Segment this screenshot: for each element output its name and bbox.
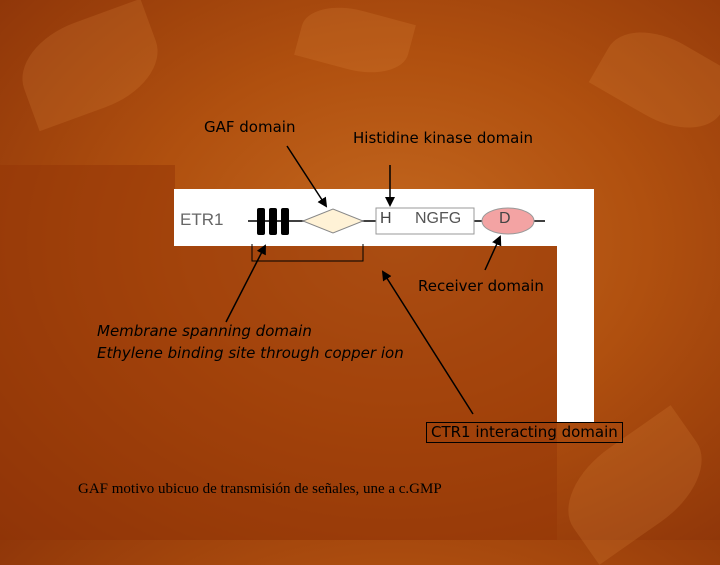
gaf-domain-diamond — [301, 208, 365, 234]
label-membrane-spanning: Membrane spanning domain — [97, 322, 312, 340]
histidine-kinase-box — [375, 207, 475, 235]
transmembrane-segment — [269, 208, 277, 235]
label-receiver-domain: Receiver domain — [418, 277, 544, 295]
diagram-vertical-bar — [557, 246, 594, 422]
transmembrane-segment — [257, 208, 265, 235]
kinase-motifs: NGFG — [415, 210, 462, 227]
label-ethylene-binding: Ethylene binding site through copper ion — [97, 344, 404, 362]
histidine-letter: H — [380, 210, 392, 227]
label-histidine-kinase-domain: Histidine kinase domain — [353, 129, 534, 147]
protein-name: ETR1 — [180, 210, 224, 229]
arrow-membrane — [225, 244, 266, 323]
label-ctr1-interacting: CTR1 interacting domain — [426, 422, 623, 443]
label-gaf-motif-note: GAF motivo ubicuo de transmisión de seña… — [78, 481, 442, 497]
label-gaf-domain: GAF domain — [204, 118, 296, 136]
membrane-bracket — [251, 244, 364, 262]
transmembrane-segment — [281, 208, 289, 235]
arrow-ctr1 — [381, 270, 474, 415]
receiver-letter: D — [499, 210, 511, 227]
background-panel-left — [0, 165, 175, 540]
arrow-gaf — [286, 145, 328, 208]
arrow-receiver — [484, 235, 502, 271]
domain-diagram — [225, 145, 545, 415]
receiver-domain-ellipse — [481, 207, 535, 235]
background-panel-main — [175, 245, 557, 540]
